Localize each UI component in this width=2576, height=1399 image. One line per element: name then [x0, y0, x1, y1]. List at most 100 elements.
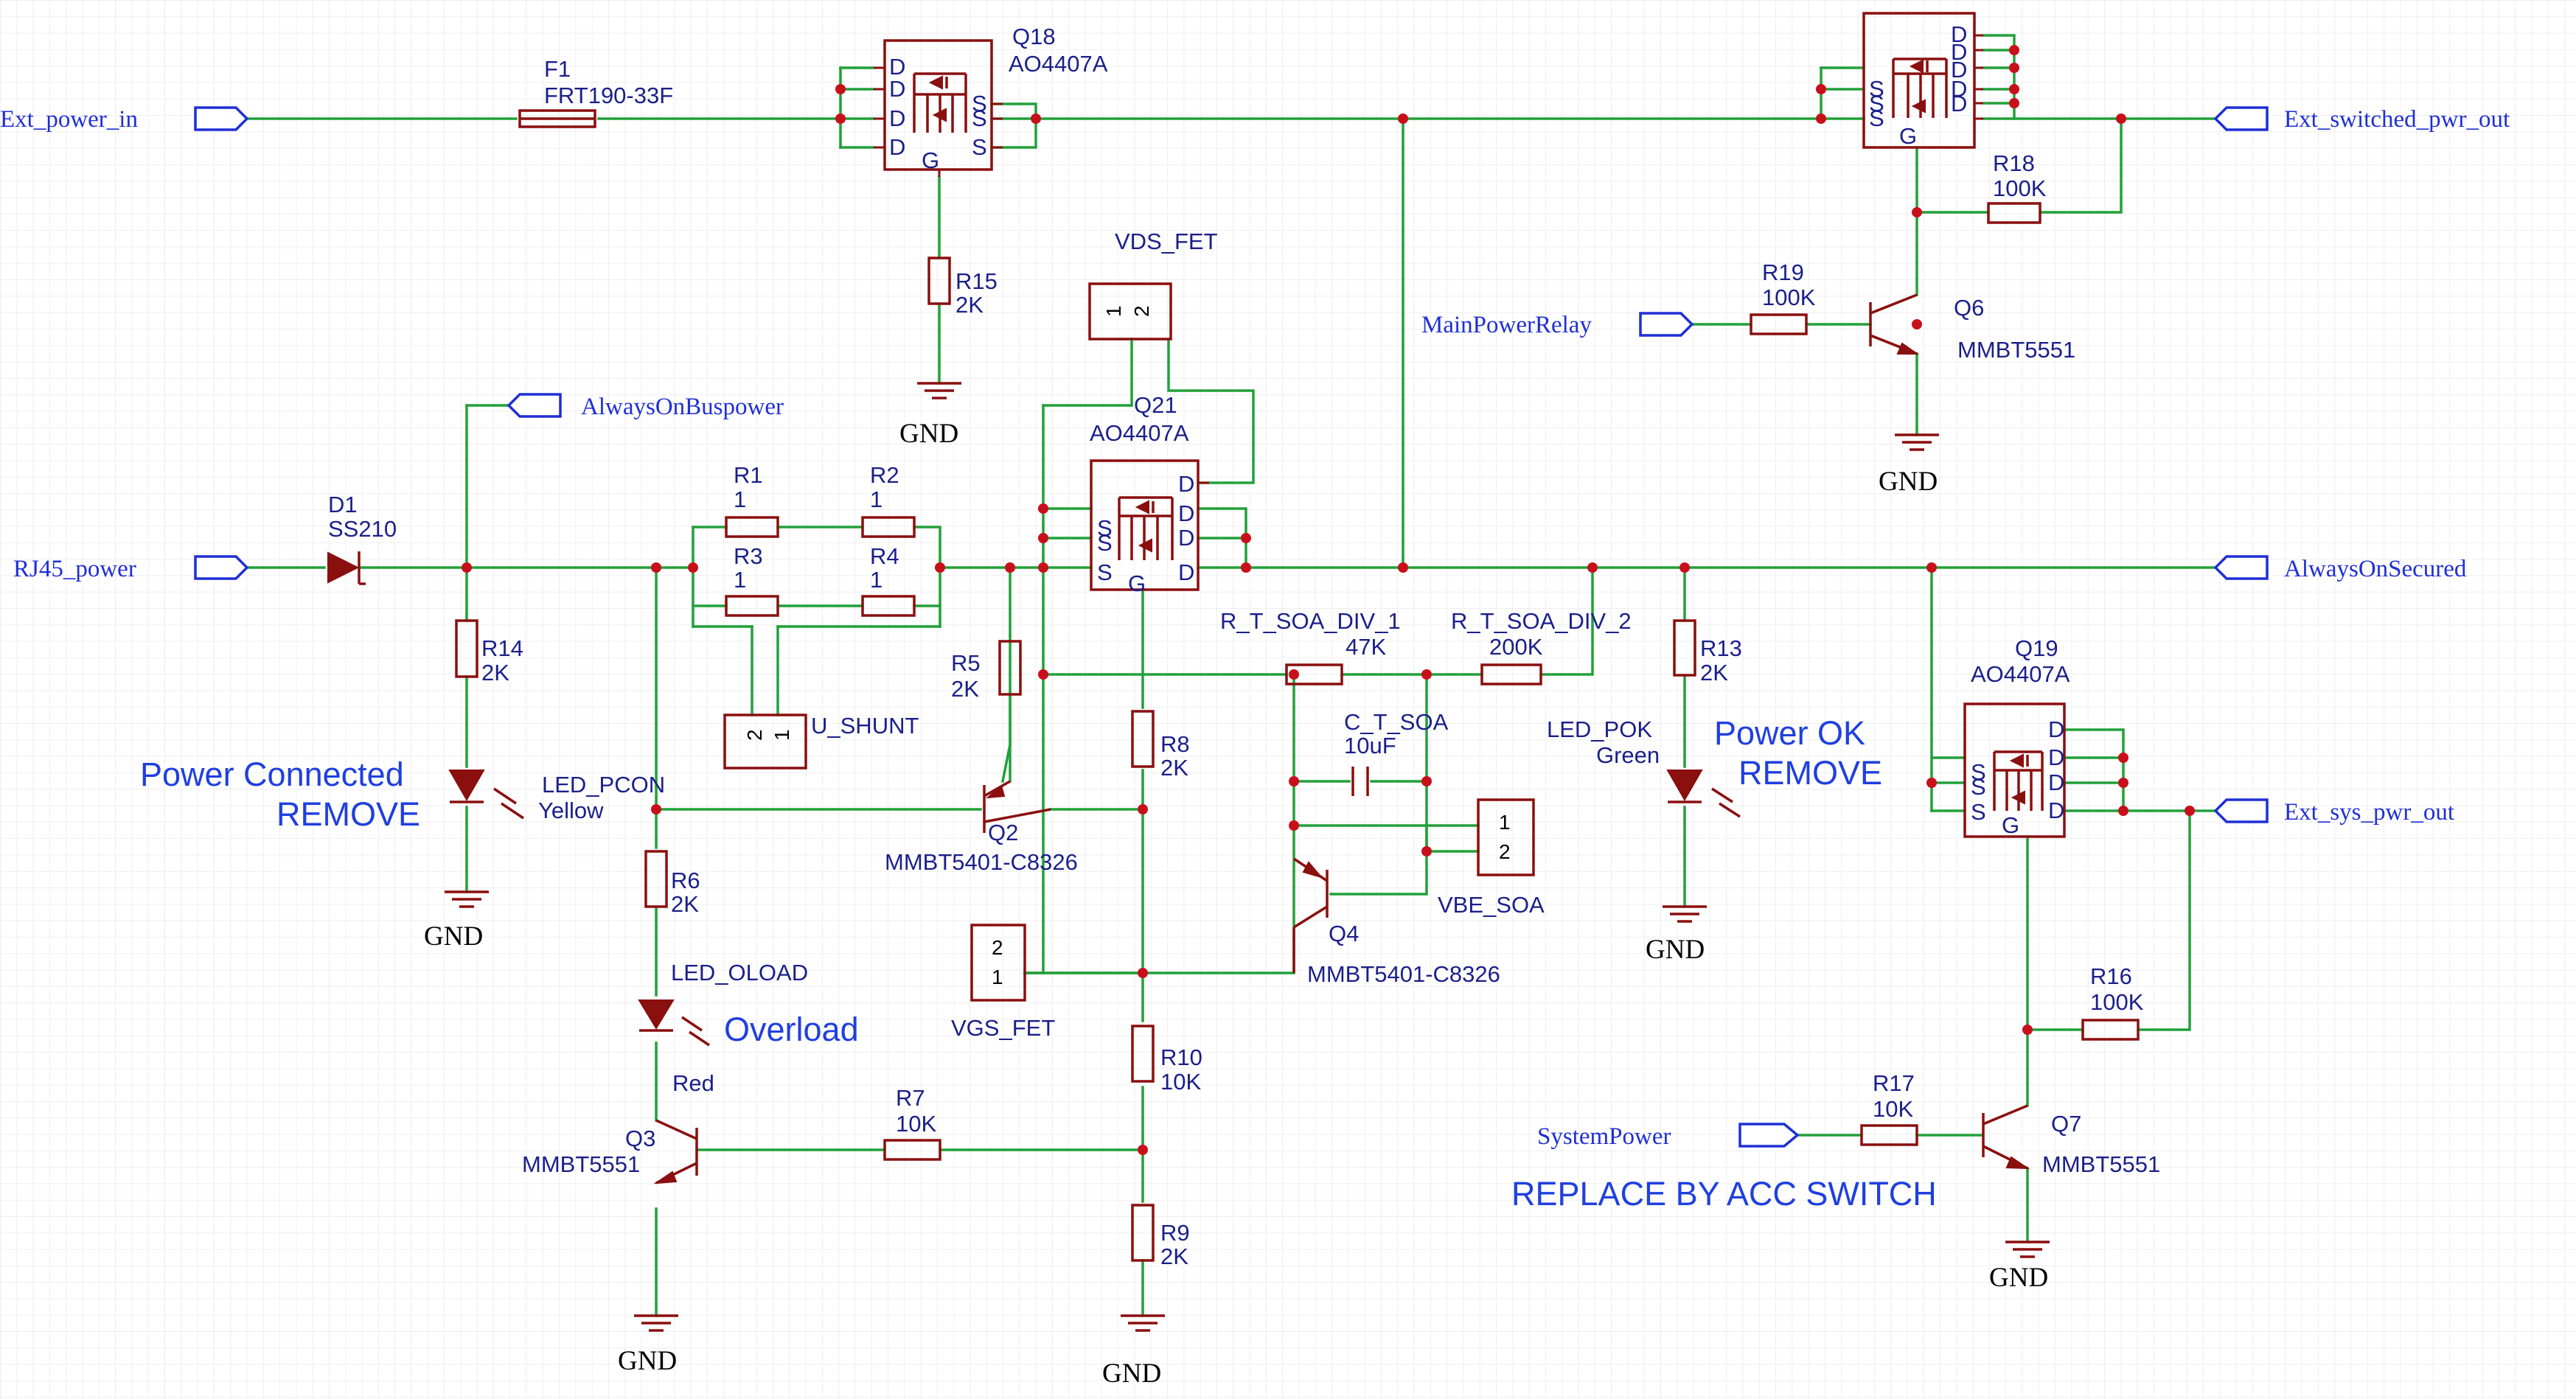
resistor-r2[interactable]: R2 1 [861, 462, 916, 538]
resistor-r14[interactable]: R14 2K [455, 619, 523, 685]
resistor-r6[interactable]: R6 2K [644, 850, 700, 917]
svg-text:200K: 200K [1489, 634, 1543, 660]
gnd-symbol-r15: GND [899, 382, 961, 449]
svg-text:S: S [1869, 91, 1884, 116]
annotation-power-connected: Power Connected [140, 756, 404, 793]
bjt-q3[interactable]: Q3 MMBT5551 [522, 1119, 698, 1185]
svg-text:D: D [1178, 525, 1194, 551]
connector-vds-fet[interactable]: 1 2 VDS_FET [1088, 228, 1218, 341]
led-pcon[interactable]: LED_PCON Yellow [448, 770, 665, 823]
svg-text:R16: R16 [2090, 963, 2132, 989]
connector-vbe-soa[interactable]: 1 2 VBE_SOA [1438, 798, 1545, 918]
svg-text:S: S [1097, 559, 1113, 585]
diode-d1[interactable]: D1 SS210 [327, 492, 397, 585]
svg-text:R7: R7 [896, 1085, 925, 1111]
svg-text:S: S [1097, 530, 1113, 556]
resistor-r-t-soa-div-1[interactable]: R_T_SOA_DIV_1 47K [1220, 608, 1401, 685]
svg-text:Q19: Q19 [2015, 635, 2058, 661]
svg-text:U_SHUNT: U_SHUNT [811, 713, 919, 739]
bjt-q7[interactable]: Q7 MMBT5551 [1982, 1104, 2160, 1177]
svg-text:S: S [1971, 759, 1986, 785]
gnd-symbol-q7: GND [1989, 1241, 2050, 1293]
annotation-replace-by-acc-switch: REPLACE BY ACC SWITCH [1511, 1175, 1937, 1213]
resistor-r1[interactable]: R1 1 [725, 462, 779, 538]
resistor-r8[interactable]: R8 2K [1131, 710, 1190, 781]
svg-text:R3: R3 [734, 543, 763, 569]
connector-vgs-fet[interactable]: 2 1 VGS_FET [951, 924, 1055, 1041]
svg-text:2K: 2K [955, 292, 984, 318]
gnd-symbol-pcon: GND [424, 890, 489, 952]
svg-text:R18: R18 [1993, 150, 2035, 176]
resistor-r18[interactable]: R18 100K [1987, 150, 2047, 224]
svg-text:Q6: Q6 [1954, 295, 1984, 321]
bjt-q6[interactable]: Q6 MMBT5551 [1869, 293, 2075, 363]
resistor-r-t-soa-div-2[interactable]: R_T_SOA_DIV_2 200K [1451, 608, 1632, 685]
svg-text:Q3: Q3 [625, 1126, 655, 1151]
svg-text:2K: 2K [1160, 1243, 1188, 1269]
svg-text:GND: GND [618, 1346, 677, 1376]
bjt-q2[interactable]: Q2 MMBT5401-C8326 [885, 780, 1078, 875]
mosfet-q19[interactable]: S S S D D D D G Q19 AO4407A [1963, 635, 2070, 838]
connector-u-shunt[interactable]: 2 1 U_SHUNT [723, 713, 919, 770]
capacitor-c-t-soa[interactable]: C_T_SOA 10uF [1344, 709, 1449, 796]
resistor-r5[interactable]: R5 2K [951, 640, 1022, 702]
port-ext-switched-pwr-out[interactable]: Ext_switched_pwr_out [2213, 106, 2510, 133]
svg-text:D: D [1178, 500, 1194, 526]
resistor-r19[interactable]: R19 100K [1750, 259, 1816, 335]
mosfet-q18[interactable]: D D D D S S S G Q18 AO4407A [874, 24, 1108, 177]
port-system-power[interactable]: SystemPower [1537, 1123, 1800, 1150]
resistor-r13[interactable]: R13 2K [1673, 619, 1742, 685]
svg-text:Q21: Q21 [1134, 392, 1177, 418]
svg-text:D: D [1178, 471, 1194, 497]
mosfet-switch-top-right[interactable]: S S S D D D D D G [1862, 12, 1983, 149]
port-main-power-relay[interactable]: MainPowerRelay [1421, 312, 1694, 338]
port-always-on-secured[interactable]: AlwaysOnSecured [2213, 555, 2467, 582]
resistor-r4[interactable]: R4 1 [861, 543, 916, 617]
svg-text:2K: 2K [1700, 660, 1728, 685]
svg-text:2: 2 [743, 729, 766, 741]
led-oload[interactable]: LED_OLOAD Red [638, 960, 808, 1096]
svg-text:RJ45_power: RJ45_power [13, 556, 136, 582]
mosfet-q21[interactable]: S S S D D D D G Q21 AO4407A [1090, 392, 1209, 596]
svg-text:GND: GND [899, 419, 958, 449]
svg-text:FRT190-33F: FRT190-33F [544, 83, 673, 108]
svg-text:D: D [2048, 798, 2064, 823]
svg-text:S: S [1869, 105, 1884, 131]
svg-text:D: D [889, 54, 905, 80]
port-always-on-bus-power[interactable]: AlwaysOnBuspower [507, 393, 784, 420]
svg-text:C_T_SOA: C_T_SOA [1344, 709, 1449, 735]
svg-text:G: G [2002, 812, 2019, 838]
resistor-r15[interactable]: R15 2K [927, 257, 998, 318]
resistor-r17[interactable]: R17 10K [1860, 1070, 1918, 1146]
svg-text:MMBT5551: MMBT5551 [2042, 1151, 2160, 1177]
led-pok[interactable]: LED_POK Green [1547, 716, 1741, 818]
svg-text:R17: R17 [1873, 1070, 1915, 1096]
svg-text:1: 1 [1499, 811, 1511, 834]
port-ext-sys-pwr-out[interactable]: Ext_sys_pwr_out [2213, 798, 2454, 826]
annotation-power-ok: Power OK [1714, 714, 1865, 752]
svg-text:Red: Red [672, 1070, 714, 1096]
svg-text:R15: R15 [955, 268, 998, 294]
resistor-r9[interactable]: R9 2K [1131, 1204, 1190, 1269]
svg-text:GND: GND [1989, 1263, 2048, 1293]
svg-text:Ext_sys_pwr_out: Ext_sys_pwr_out [2284, 799, 2454, 826]
port-rj45-power[interactable]: RJ45_power [13, 555, 249, 582]
bjt-q4[interactable]: Q4 MMBT5401-C8326 [1292, 857, 1500, 987]
svg-text:100K: 100K [1762, 285, 1816, 310]
annotation-remove-2: REMOVE [1738, 754, 1882, 792]
resistor-r10[interactable]: R10 10K [1131, 1025, 1202, 1095]
resistor-r3[interactable]: R3 1 [725, 543, 779, 617]
svg-text:G: G [922, 147, 939, 173]
svg-text:D: D [2048, 716, 2064, 742]
svg-text:10K: 10K [896, 1111, 936, 1137]
fuse-f1[interactable]: F1 FRT190-33F [518, 56, 673, 128]
port-ext-power-in[interactable]: Ext_power_in [0, 106, 249, 133]
resistor-r16[interactable]: R16 100K [2081, 963, 2144, 1041]
gnd-symbol-r9: GND [1102, 1314, 1165, 1389]
svg-text:2K: 2K [671, 891, 699, 917]
svg-text:47K: 47K [1346, 634, 1386, 660]
annotation-overload: Overload [724, 1011, 859, 1048]
svg-text:R4: R4 [870, 543, 899, 569]
svg-text:VDS_FET: VDS_FET [1115, 228, 1218, 254]
resistor-r7[interactable]: R7 10K [883, 1085, 941, 1161]
